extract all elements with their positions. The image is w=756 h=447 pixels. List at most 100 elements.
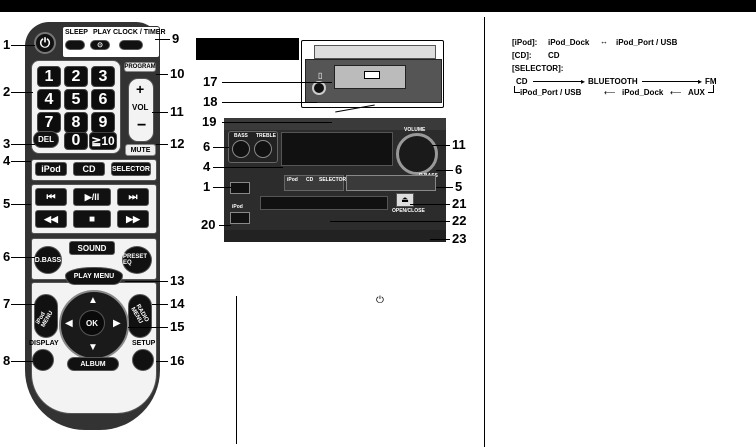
skip-forward-icon: ⏭ (128, 191, 138, 203)
key-7[interactable]: 7 (37, 112, 61, 133)
nav-ring[interactable]: ▲ ▼ ◀ ▶ OK (59, 290, 129, 360)
arrow-left-2: ⟵ (670, 88, 682, 97)
clock-timer-button[interactable] (119, 40, 143, 50)
key-2[interactable]: 2 (64, 66, 88, 87)
key-4[interactable]: 4 (37, 89, 61, 110)
key-9[interactable]: 9 (91, 112, 115, 133)
ipod-menu-button[interactable]: iPod MENU (34, 294, 58, 338)
key-5[interactable]: 5 (64, 89, 88, 110)
key-3[interactable]: 3 (91, 66, 115, 87)
mute-button[interactable]: MUTE (125, 144, 156, 156)
leader-10 (156, 74, 168, 75)
callout-5b: 5 (455, 179, 463, 194)
sleep-button[interactable] (65, 40, 85, 50)
leader-4 (11, 161, 31, 162)
key-1[interactable]: 1 (37, 66, 61, 87)
setup-button[interactable] (132, 349, 154, 371)
stop-button[interactable]: ■ (73, 210, 111, 228)
clock-timer-label: CLOCK / TIMER (113, 29, 166, 36)
dock-top (314, 45, 436, 59)
leader-11b (432, 145, 450, 146)
fast-forward-button[interactable]: ▶▶ (117, 210, 149, 228)
callout-21: 21 (452, 196, 467, 211)
right-arrow-icon[interactable]: ▶ (113, 318, 121, 329)
leader-22 (330, 221, 450, 222)
del-label: DEL (38, 135, 54, 144)
volume-rocker[interactable]: + VOL − (128, 78, 154, 142)
selector-line-key: [SELECTOR]: (512, 64, 564, 73)
dbass-button[interactable]: D.BASS (34, 246, 62, 274)
album-button[interactable]: ALBUM (67, 357, 119, 371)
leader-1b (213, 187, 231, 188)
callout-22: 22 (452, 213, 467, 228)
callout-5: 5 (3, 196, 11, 211)
key-10plus[interactable]: ≧10 (89, 132, 117, 150)
power-button[interactable]: ⏻ (34, 32, 56, 54)
skip-back-button[interactable]: ⏮ (35, 188, 67, 206)
leader-7 (11, 304, 35, 305)
play-menu-button[interactable]: PLAY MENU (65, 267, 123, 285)
ipod-button[interactable]: iPod (35, 162, 67, 176)
callout-7: 7 (3, 296, 11, 311)
del-button[interactable]: DEL (33, 131, 59, 148)
ipod-port[interactable] (230, 212, 250, 224)
callout-1b: 1 (203, 179, 211, 194)
program-button[interactable]: PROGRAM (124, 62, 156, 72)
leader-17 (222, 82, 332, 83)
fast-forward-icon: ▶▶ (126, 213, 140, 224)
selector-label: SELECTOR (112, 165, 150, 173)
sleep-label: SLEEP (65, 29, 88, 36)
power-icon: ⏻ (39, 35, 51, 50)
skip-forward-button[interactable]: ⏭ (117, 188, 149, 206)
cd-button[interactable]: CD (73, 162, 105, 176)
callout-9: 9 (172, 31, 180, 46)
unit-power-button[interactable] (230, 182, 250, 194)
play-pause-button[interactable]: ▶/II (73, 188, 111, 206)
leader-16 (156, 361, 168, 362)
callout-4b: 4 (203, 159, 211, 174)
preset-eq-button[interactable]: PRESET EQ (122, 246, 152, 274)
selector-button[interactable]: SELECTOR (111, 162, 151, 176)
leader-15 (128, 327, 168, 328)
up-arrow-icon[interactable]: ▲ (88, 295, 98, 306)
leader-18 (222, 102, 317, 103)
play-timer-button[interactable]: ⊙ (90, 40, 110, 50)
ok-label: OK (86, 318, 98, 328)
volume-knob[interactable] (396, 133, 438, 175)
open-close-button[interactable]: ⏏ (396, 193, 414, 207)
down-arrow-icon[interactable]: ▼ (88, 342, 98, 353)
callout-11b: 11 (452, 137, 466, 152)
callout-17: 17 (203, 74, 218, 89)
usb-port[interactable] (312, 81, 326, 95)
ok-button[interactable]: OK (79, 310, 105, 336)
callout-6: 6 (3, 249, 11, 264)
key-6[interactable]: 6 (91, 89, 115, 110)
display-screen (281, 132, 393, 166)
leader-20 (219, 225, 231, 226)
stop-icon: ■ (88, 213, 96, 225)
disc-tray[interactable] (260, 196, 388, 210)
leader-6b (213, 147, 229, 148)
ipod-connector (364, 71, 380, 79)
arrow-left-1: ⟵ (604, 88, 616, 97)
callout-20: 20 (201, 217, 216, 232)
cycle-fm: FM (705, 77, 717, 86)
bass-knob[interactable] (232, 140, 250, 158)
callout-1: 1 (3, 37, 11, 52)
unit-ipod-port-label: iPod (232, 204, 243, 210)
leader-9 (155, 39, 170, 40)
callout-16: 16 (170, 353, 185, 368)
dbass-label: D.BASS (34, 256, 62, 264)
sound-button[interactable]: SOUND (69, 241, 115, 255)
rewind-button[interactable]: ◀◀ (35, 210, 67, 228)
callout-19: 19 (202, 114, 217, 129)
key-0[interactable]: 0 (64, 132, 88, 150)
return-hook (514, 86, 520, 93)
radio-menu-button[interactable]: RADIO MENU (128, 294, 152, 338)
key-8[interactable]: 8 (64, 112, 88, 133)
leader-14 (152, 304, 168, 305)
treble-knob[interactable] (254, 140, 272, 158)
main-unit: BASS TREBLE VOLUME D.BASS iPod CD SELECT… (224, 118, 446, 242)
display-button[interactable] (32, 349, 54, 371)
left-arrow-icon[interactable]: ◀ (65, 318, 73, 329)
